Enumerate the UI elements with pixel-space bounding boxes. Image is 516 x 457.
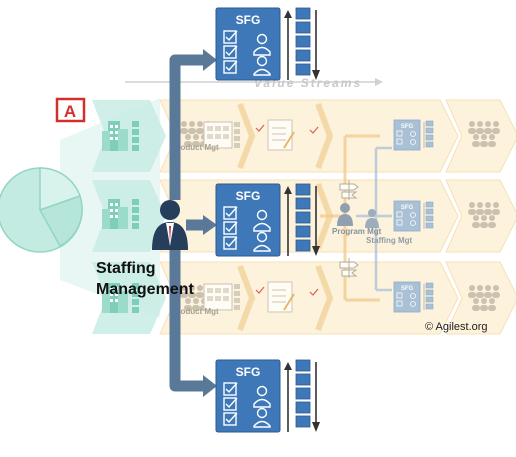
product-mgt-label: Product Mgt xyxy=(172,307,219,316)
staffing-mgt-label: Staffing Mgt xyxy=(366,236,413,245)
sfg-mini-icon xyxy=(393,200,434,232)
portfolio-chevrons xyxy=(92,100,166,334)
sfg-mini-icon xyxy=(393,281,434,313)
staffing-management-title: Staffing Management xyxy=(96,258,236,300)
value-streams-header: Value Streams xyxy=(125,76,383,90)
program-mgt-label: Program Mgt xyxy=(332,227,382,236)
board-icon xyxy=(203,121,240,149)
staffing-connectors xyxy=(169,54,205,392)
sfg-box-bottom xyxy=(215,359,321,433)
copyright-text: © Agilest.org xyxy=(425,321,488,333)
sfg-label: SFG xyxy=(236,13,261,27)
sfg-label: SFG xyxy=(236,189,261,203)
staffing-management-line2: Management xyxy=(96,281,194,298)
value-streams-label: Value Streams xyxy=(254,76,362,90)
svg-text:A: A xyxy=(64,102,76,121)
sfg-box-top xyxy=(215,7,321,81)
product-mgt-label: Product Mgt xyxy=(172,143,219,152)
sfg-mini-icon xyxy=(393,119,434,151)
manager-icon xyxy=(152,200,188,250)
sfg-box-middle xyxy=(215,183,321,257)
board-icon xyxy=(203,283,240,311)
checklist-icon xyxy=(255,119,319,313)
sfg-label: SFG xyxy=(236,365,261,379)
agilest-logo: A xyxy=(55,97,86,123)
person-icon xyxy=(365,209,379,228)
staffing-management-line1: Staffing xyxy=(96,260,156,277)
signpost-icon xyxy=(339,180,359,278)
stream-contents: Product Mgt Product Mgt xyxy=(172,119,500,316)
person-icon xyxy=(337,203,353,226)
